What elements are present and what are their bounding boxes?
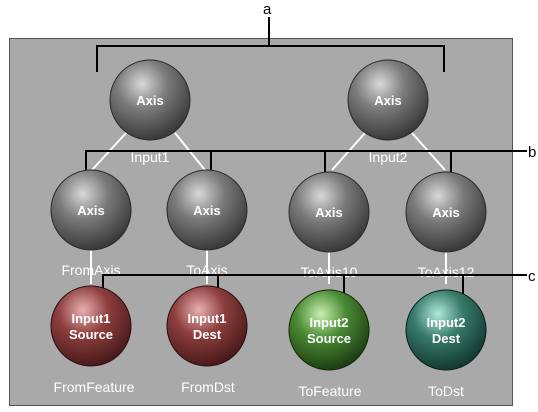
mid-node-1[interactable]: Axis	[50, 169, 132, 251]
caption-toaxis10: ToAxis10	[301, 264, 358, 280]
axis-sphere-icon	[50, 169, 132, 251]
input2-source-sphere-icon	[288, 289, 370, 371]
top-node-1[interactable]: Axis	[109, 59, 191, 141]
bottom-node-3[interactable]: Input2 Source	[288, 289, 370, 371]
node-line1: Input2	[427, 315, 466, 330]
node-label: Axis	[77, 203, 104, 218]
node-label: Axis	[374, 93, 401, 108]
axis-sphere-icon	[288, 171, 370, 253]
axis-sphere-icon	[166, 169, 248, 251]
node-line2: Dest	[432, 331, 461, 346]
node-label: Axis	[193, 203, 220, 218]
callout-b-label: b	[528, 144, 536, 161]
caption-todst: ToDst	[428, 383, 464, 399]
caption-toaxis12: ToAxis12	[418, 264, 475, 280]
mid-node-3[interactable]: Axis	[288, 171, 370, 253]
bottom-node-4[interactable]: Input2 Dest	[405, 289, 487, 371]
bottom-node-2[interactable]: Input1 Dest	[166, 285, 248, 367]
input1-source-sphere-icon	[50, 285, 132, 367]
mid-node-2[interactable]: Axis	[166, 169, 248, 251]
callout-c-label: c	[528, 268, 536, 285]
caption-fromdst: FromDst	[181, 379, 235, 395]
top-node-2[interactable]: Axis	[347, 59, 429, 141]
mid-node-4[interactable]: Axis	[405, 171, 487, 253]
edge-label-input1: Input1	[131, 149, 170, 165]
node-label: Axis	[315, 205, 342, 220]
axis-sphere-icon	[405, 171, 487, 253]
callout-a-label: a	[263, 1, 272, 18]
callout-a	[96, 17, 445, 72]
node-line2: Dest	[193, 327, 222, 342]
node-line1: Input1	[188, 311, 227, 326]
edge-label-input2: Input2	[369, 149, 408, 165]
caption-fromfeature: FromFeature	[54, 379, 135, 395]
node-line2: Source	[307, 331, 351, 346]
bottom-node-1[interactable]: Input1 Source	[50, 285, 132, 367]
input2-dest-sphere-icon	[405, 289, 487, 371]
caption-tofeature: ToFeature	[298, 383, 361, 399]
axis-sphere-icon	[347, 59, 429, 141]
axis-sphere-icon	[109, 59, 191, 141]
node-line1: Input2	[310, 315, 349, 330]
node-line1: Input1	[72, 311, 111, 326]
node-label: Axis	[136, 93, 163, 108]
node-line2: Source	[69, 327, 113, 342]
node-label: Axis	[432, 205, 459, 220]
input1-dest-sphere-icon	[166, 285, 248, 367]
